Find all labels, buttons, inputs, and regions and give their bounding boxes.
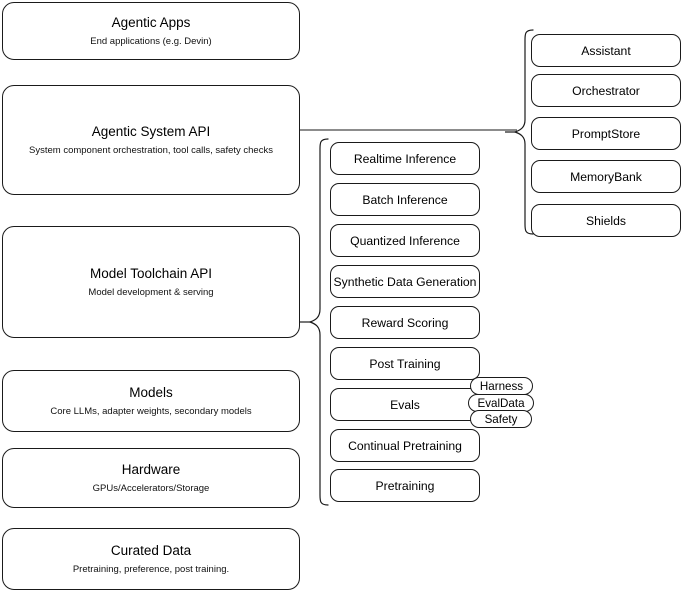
- chip-assistant[interactable]: Assistant: [531, 34, 681, 67]
- chip-synthetic-data-generation[interactable]: Synthetic Data Generation: [330, 265, 480, 298]
- layer-models[interactable]: Models Core LLMs, adapter weights, secon…: [2, 370, 300, 432]
- chip-label: Batch Inference: [362, 192, 448, 207]
- chip-pretraining[interactable]: Pretraining: [330, 469, 480, 502]
- chip-label: Evals: [390, 397, 420, 412]
- layer-title: Hardware: [121, 461, 181, 477]
- brace-model-toolchain-components: [300, 137, 330, 517]
- layer-agentic-system-api[interactable]: Agentic System API System component orch…: [2, 85, 300, 195]
- chip-memorybank[interactable]: MemoryBank: [531, 160, 681, 193]
- layer-title: Curated Data: [110, 542, 192, 558]
- connector-agentic-system-api-to-components: [300, 120, 520, 142]
- chip-label: Realtime Inference: [353, 151, 457, 166]
- chip-label: Reward Scoring: [361, 315, 449, 330]
- badge-label: EvalData: [477, 396, 525, 410]
- chip-quantized-inference[interactable]: Quantized Inference: [330, 224, 480, 257]
- chip-post-training[interactable]: Post Training: [330, 347, 480, 380]
- badge-label: Harness: [479, 379, 524, 393]
- chip-label: Quantized Inference: [350, 233, 460, 248]
- chip-label: Orchestrator: [572, 83, 640, 98]
- badge-harness[interactable]: Harness: [470, 377, 533, 395]
- chip-orchestrator[interactable]: Orchestrator: [531, 74, 681, 107]
- chip-shields[interactable]: Shields: [531, 204, 681, 237]
- chip-label: MemoryBank: [570, 169, 642, 184]
- chip-label: Continual Pretraining: [348, 438, 462, 453]
- layer-title: Models: [129, 384, 173, 400]
- layer-model-toolchain-api[interactable]: Model Toolchain API Model development & …: [2, 226, 300, 338]
- chip-evals[interactable]: Evals: [330, 388, 480, 421]
- chip-label: Assistant: [581, 43, 631, 58]
- chip-label: Post Training: [369, 356, 441, 371]
- chip-label: Pretraining: [375, 478, 435, 493]
- chip-promptstore[interactable]: PromptStore: [531, 117, 681, 150]
- chip-label: Shields: [586, 213, 626, 228]
- chip-realtime-inference[interactable]: Realtime Inference: [330, 142, 480, 175]
- layer-subtitle: Core LLMs, adapter weights, secondary mo…: [50, 405, 252, 417]
- chip-continual-pretraining[interactable]: Continual Pretraining: [330, 429, 480, 462]
- badge-safety[interactable]: Safety: [470, 410, 532, 428]
- layer-title: Model Toolchain API: [89, 265, 213, 281]
- layer-subtitle: Pretraining, preference, post training.: [72, 563, 230, 575]
- badge-label: Safety: [484, 412, 518, 426]
- layer-subtitle: System component orchestration, tool cal…: [29, 144, 273, 156]
- layer-subtitle: End applications (e.g. Devin): [90, 35, 212, 47]
- layer-title: Agentic Apps: [111, 14, 191, 30]
- layer-subtitle: GPUs/Accelerators/Storage: [92, 482, 210, 494]
- layer-title: Agentic System API: [91, 123, 211, 139]
- layer-subtitle: Model development & serving: [88, 286, 214, 298]
- chip-label: Synthetic Data Generation: [333, 274, 477, 289]
- chip-label: PromptStore: [571, 126, 641, 141]
- layer-hardware[interactable]: Hardware GPUs/Accelerators/Storage: [2, 448, 300, 508]
- chip-batch-inference[interactable]: Batch Inference: [330, 183, 480, 216]
- layer-agentic-apps[interactable]: Agentic Apps End applications (e.g. Devi…: [2, 2, 300, 60]
- layer-curated-data[interactable]: Curated Data Pretraining, preference, po…: [2, 528, 300, 590]
- chip-reward-scoring[interactable]: Reward Scoring: [330, 306, 480, 339]
